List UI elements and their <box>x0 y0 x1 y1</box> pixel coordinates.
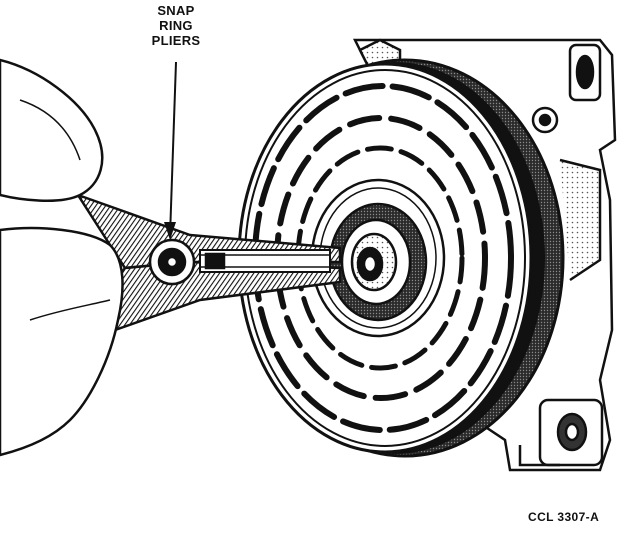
callout-line-3: PLIERS <box>151 33 201 48</box>
callout-line-2: RING <box>159 18 193 33</box>
snap-ring-pliers <box>74 192 342 332</box>
figure-id-label: CCL 3307-A <box>528 510 600 524</box>
callout-line-1: SNAP <box>157 3 195 18</box>
clutch-hub <box>310 178 446 338</box>
callout-leader <box>164 61 177 240</box>
callout-label-snap-ring-pliers: SNAP RING PLIERS <box>140 3 212 48</box>
technician-hand <box>0 58 124 457</box>
